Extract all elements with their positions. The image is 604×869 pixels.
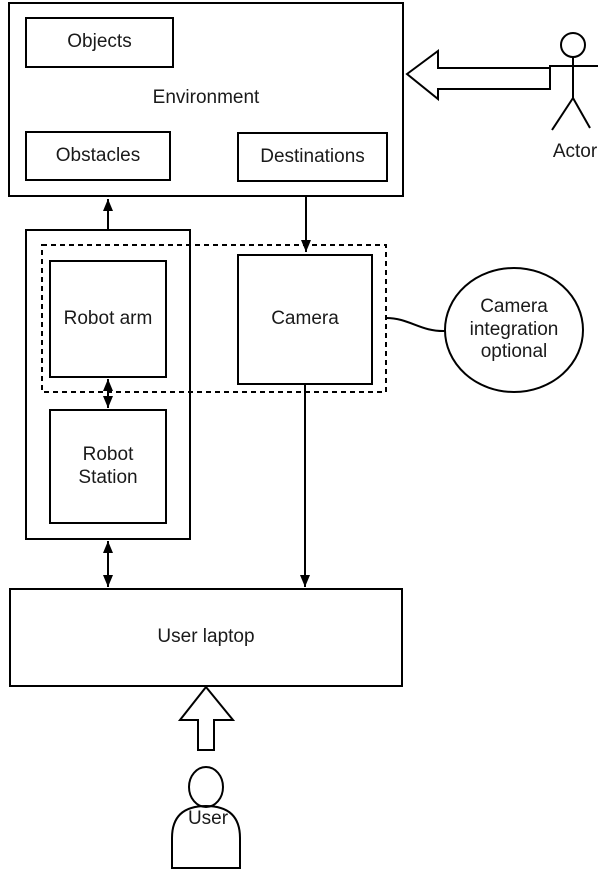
obstacles-box — [25, 131, 171, 181]
callout-connector-line — [385, 317, 447, 333]
camera-box — [237, 254, 373, 385]
callout-circle — [444, 267, 584, 393]
robot-station-box — [49, 409, 167, 524]
user-laptop-box — [9, 588, 403, 687]
actor-stick-figure-icon — [549, 32, 598, 131]
robot-arm-box — [49, 260, 167, 378]
destinations-box — [237, 132, 388, 182]
actor-input-arrow-icon — [405, 49, 551, 102]
user-person-icon — [171, 766, 241, 869]
objects-box — [25, 17, 174, 68]
user-input-arrow-icon — [177, 685, 236, 751]
